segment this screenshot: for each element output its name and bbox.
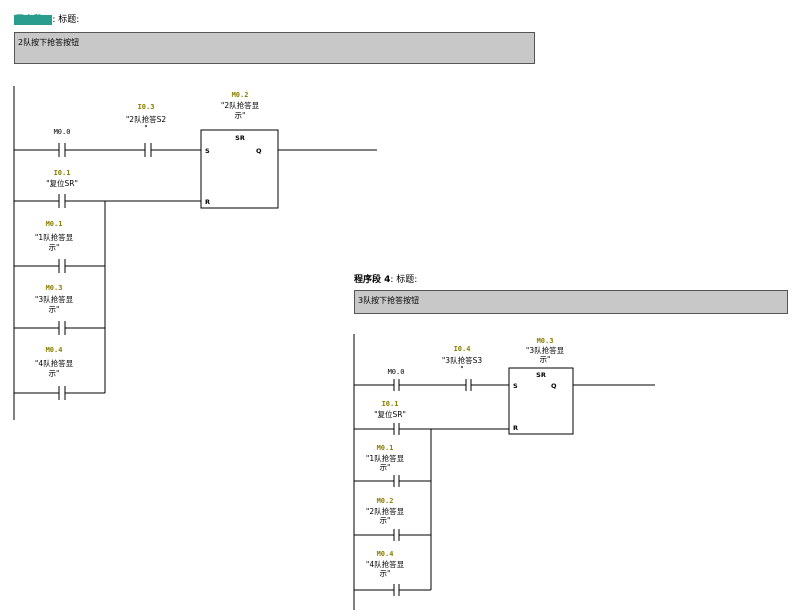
network-3-label: 程序段 3 xyxy=(14,15,53,25)
pin-q: Q xyxy=(551,382,557,390)
contact-symbol-line2: 示" xyxy=(49,305,60,314)
network-3-contact-m00[interactable]: M0.0 xyxy=(52,128,72,157)
contact-address: I0.1 xyxy=(382,400,399,408)
coil-address: M0.2 xyxy=(232,91,249,99)
network-4-label: 程序段 4 xyxy=(354,275,391,285)
contact-symbol: "2队抢答S2 xyxy=(126,114,166,124)
contact-symbol-line2: 示" xyxy=(49,243,60,252)
network-4-contact-i04[interactable]: I0.4 "3队抢答S3 " xyxy=(442,345,482,391)
network-4-title-suffix: : 标题: xyxy=(390,275,418,285)
contact-address: M0.2 xyxy=(377,497,394,505)
network-4-comment[interactable]: 3队按下抢答按钮 xyxy=(354,290,788,314)
sr-type: SR xyxy=(235,134,245,142)
network-4-contact-m01[interactable]: M0.1 "1队抢答显 示" xyxy=(366,444,405,487)
coil-symbol: "3队抢答显 xyxy=(526,345,565,355)
contact-symbol: "3队抢答S3 xyxy=(442,355,482,365)
network-3-title: 程序段 3: 标题: xyxy=(14,12,79,25)
network-4-title: 程序段 4: 标题: xyxy=(354,272,417,285)
network-4-contact-m00[interactable]: M0.0 xyxy=(388,368,405,391)
coil-symbol-line2: 示" xyxy=(540,355,551,364)
network-3-contact-m04[interactable]: M0.4 "4队抢答显 示" xyxy=(35,346,74,400)
contact-symbol-line2: " xyxy=(460,365,463,374)
pin-s: S xyxy=(513,382,518,390)
contact-symbol: "1队抢答显 xyxy=(366,453,405,463)
coil-symbol: "2队抢答显 xyxy=(221,100,260,110)
contact-address: M0.4 xyxy=(46,346,63,354)
network-3-comment[interactable]: 2队按下抢答按钮 xyxy=(14,32,535,64)
contact-address: M0.3 xyxy=(46,284,63,292)
contact-symbol: "4队抢答显 xyxy=(35,358,74,368)
coil-symbol-line2: 示" xyxy=(235,111,246,120)
network-3-contact-m03[interactable]: M0.3 "3队抢答显 示" xyxy=(35,284,74,335)
sr-type: SR xyxy=(536,371,546,379)
contact-symbol: "2队抢答显 xyxy=(366,506,405,516)
pin-r: R xyxy=(205,198,210,206)
contact-address: M0.1 xyxy=(377,444,394,452)
contact-address: M0.4 xyxy=(377,550,394,558)
network-3-contact-i01[interactable]: I0.1 "复位SR" xyxy=(46,169,78,208)
contact-address: I0.3 xyxy=(138,103,155,111)
pin-s: S xyxy=(205,147,210,155)
network-4-contact-i01[interactable]: I0.1 "复位SR" xyxy=(374,400,406,435)
contact-symbol-line2: 示" xyxy=(380,569,391,578)
network-4-contact-m02[interactable]: M0.2 "2队抢答显 示" xyxy=(366,497,405,541)
contact-symbol: "3队抢答显 xyxy=(35,294,74,304)
contact-address: M0.1 xyxy=(46,220,63,228)
contact-address: I0.1 xyxy=(54,169,71,177)
network-3-contact-i03[interactable]: I0.3 "2队抢答S2 " xyxy=(126,103,166,157)
network-4-contact-m04[interactable]: M0.4 "4队抢答显 示" xyxy=(366,550,405,596)
contact-symbol: "复位SR" xyxy=(374,409,406,419)
contact-address: I0.4 xyxy=(454,345,471,353)
network-4-sr-block[interactable]: M0.3 "3队抢答显 示" SR S Q R xyxy=(508,337,574,435)
pin-q: Q xyxy=(256,147,262,155)
contact-symbol-line2: 示" xyxy=(49,369,60,378)
contact-address: M0.0 xyxy=(388,368,405,376)
contact-symbol: "4队抢答显 xyxy=(366,559,405,569)
contact-address: M0.0 xyxy=(54,128,71,136)
contact-symbol-line2: 示" xyxy=(380,516,391,525)
contact-symbol-line2: 示" xyxy=(380,463,391,472)
coil-address: M0.3 xyxy=(537,337,554,345)
contact-symbol: "复位SR" xyxy=(46,178,78,188)
network-3-contact-m01[interactable]: M0.1 "1队抢答显 示" xyxy=(35,220,74,273)
network-3-sr-block[interactable]: M0.2 "2队抢答显 示" SR S Q R xyxy=(200,91,279,209)
contact-symbol: "1队抢答显 xyxy=(35,232,74,242)
contact-symbol-line2: " xyxy=(144,124,147,133)
network-3-title-suffix: : 标题: xyxy=(52,15,80,25)
pin-r: R xyxy=(513,424,518,432)
